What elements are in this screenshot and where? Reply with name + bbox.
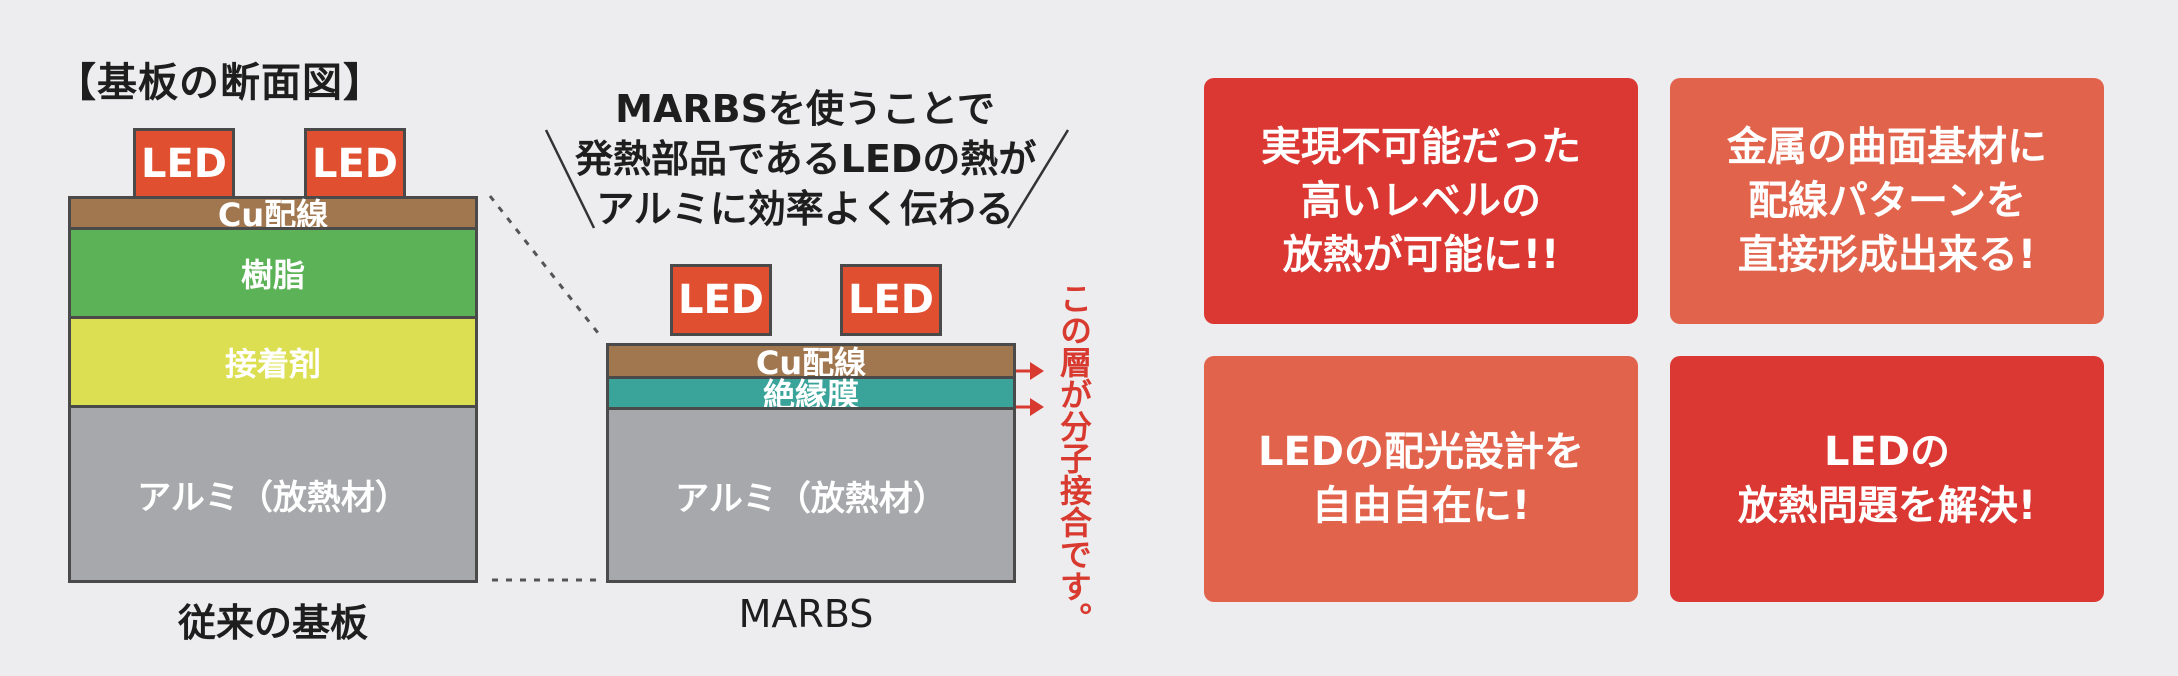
callout-line: MARBSを使うことで	[615, 87, 995, 131]
feature-card-light-design: LEDの配光設計を 自由自在に!	[1204, 356, 1638, 602]
led-chip: LED	[304, 128, 406, 200]
card-line: 配線パターンを	[1748, 178, 2026, 224]
diagram-heading: 【基板の断面図】	[56, 60, 384, 106]
adhesive-layer: 接着剤	[68, 316, 478, 408]
feature-card-curved-wiring: 金属の曲面基材に 配線パターンを 直接形成出来る!	[1670, 78, 2104, 324]
card-line: LEDの	[1823, 429, 1950, 475]
card-line: 自由自在に!	[1311, 483, 1531, 529]
heat-transfer-callout: MARBSを使うことで 発熱部品であるLEDの熱が アルミに効率よく伝わる	[575, 84, 1037, 234]
aluminum-layer: アルミ（放熱材）	[68, 405, 478, 583]
molecular-bond-note: この層が分子接合です。	[1055, 282, 1093, 634]
callout-line: 発熱部品であるLEDの熱が	[575, 137, 1037, 181]
conventional-caption: 従来の基板	[177, 601, 368, 645]
aluminum-layer: アルミ（放熱材）	[606, 407, 1016, 583]
card-line: 直接形成出来る!	[1737, 232, 2037, 278]
marbs-caption: MARBS	[738, 592, 874, 636]
card-line: LEDの配光設計を	[1257, 429, 1584, 475]
led-chip: LED	[133, 128, 235, 200]
feature-card-heat-solution: LEDの 放熱問題を解決!	[1670, 356, 2104, 602]
feature-card-heat-dissipation: 実現不可能だった 高いレベルの 放熱が可能に!!	[1204, 78, 1638, 324]
card-line: 放熱が可能に!!	[1282, 232, 1560, 278]
card-line: 放熱問題を解決!	[1737, 483, 2037, 529]
led-chip: LED	[670, 264, 772, 336]
card-line: 高いレベルの	[1301, 178, 1541, 224]
card-line: 金属の曲面基材に	[1727, 124, 2047, 170]
insulation-layer: 絶縁膜	[606, 376, 1016, 414]
card-line: 実現不可能だった	[1261, 124, 1581, 170]
callout-line: アルミに効率よく伝わる	[596, 187, 1014, 231]
led-chip: LED	[840, 264, 942, 336]
